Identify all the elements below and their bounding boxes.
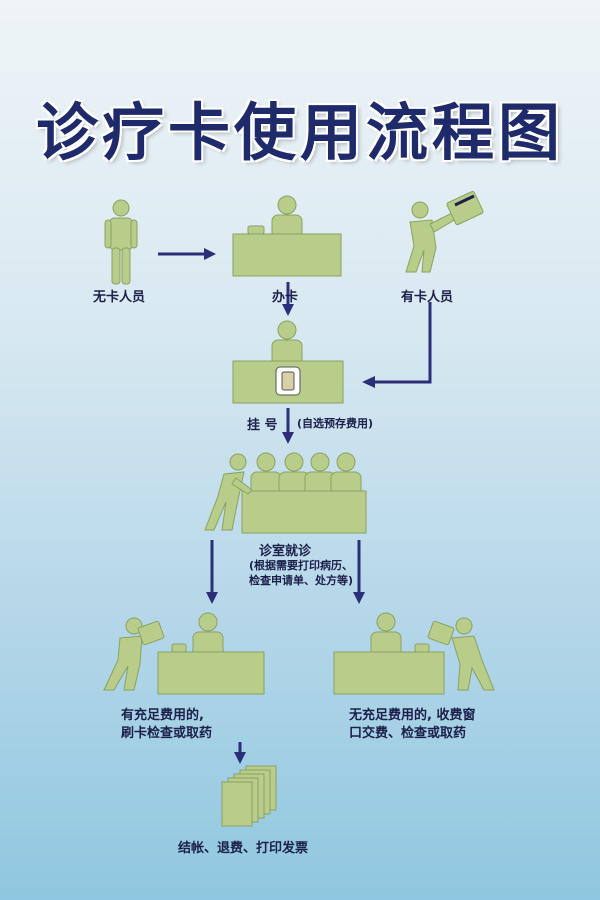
- note-consult-2: 检查申请单、处方等): [248, 574, 354, 587]
- arrow-has-card-to-register: [362, 302, 432, 388]
- page-title: 诊疗卡使用流程图: [35, 96, 564, 169]
- arrow-sufficient-to-settle: [234, 742, 246, 764]
- no-card-person-icon: [104, 199, 138, 285]
- documents-stack-icon: [221, 765, 277, 827]
- has-card-person-icon: [405, 190, 484, 273]
- label-insufficient-1: 无充足费用的, 收费窗: [349, 708, 476, 723]
- insufficient-funds-desk-icon: [333, 612, 495, 695]
- note-register: (自选预存费用): [297, 417, 374, 430]
- label-settle: 结帐、退费、打印发票: [178, 841, 309, 856]
- apply-card-desk-icon: [232, 195, 342, 277]
- label-sufficient-2: 刷卡检查或取药: [121, 726, 213, 741]
- label-insufficient-2: 口交费、检查或取药: [349, 726, 467, 741]
- arrow-consult-to-insufficient: [353, 540, 365, 604]
- label-no-card: 无卡人员: [93, 290, 146, 305]
- sufficient-funds-desk-icon: [103, 612, 265, 695]
- arrow-apply-to-register: [282, 282, 294, 316]
- note-consult-1: (根据需要打印病历、: [248, 559, 354, 572]
- register-desk-icon: [232, 320, 344, 404]
- label-sufficient-1: 有充足费用的,: [121, 708, 204, 723]
- label-apply-card: 办卡: [272, 290, 299, 305]
- arrow-register-to-consult: [282, 408, 294, 444]
- arrow-consult-to-sufficient: [206, 540, 218, 604]
- arrow-no-card-to-apply: [158, 248, 216, 260]
- consult-room-icon: [204, 452, 367, 534]
- label-has-card: 有卡人员: [401, 290, 454, 305]
- label-register: 挂 号: [247, 418, 278, 433]
- label-consult: 诊室就诊: [259, 544, 312, 559]
